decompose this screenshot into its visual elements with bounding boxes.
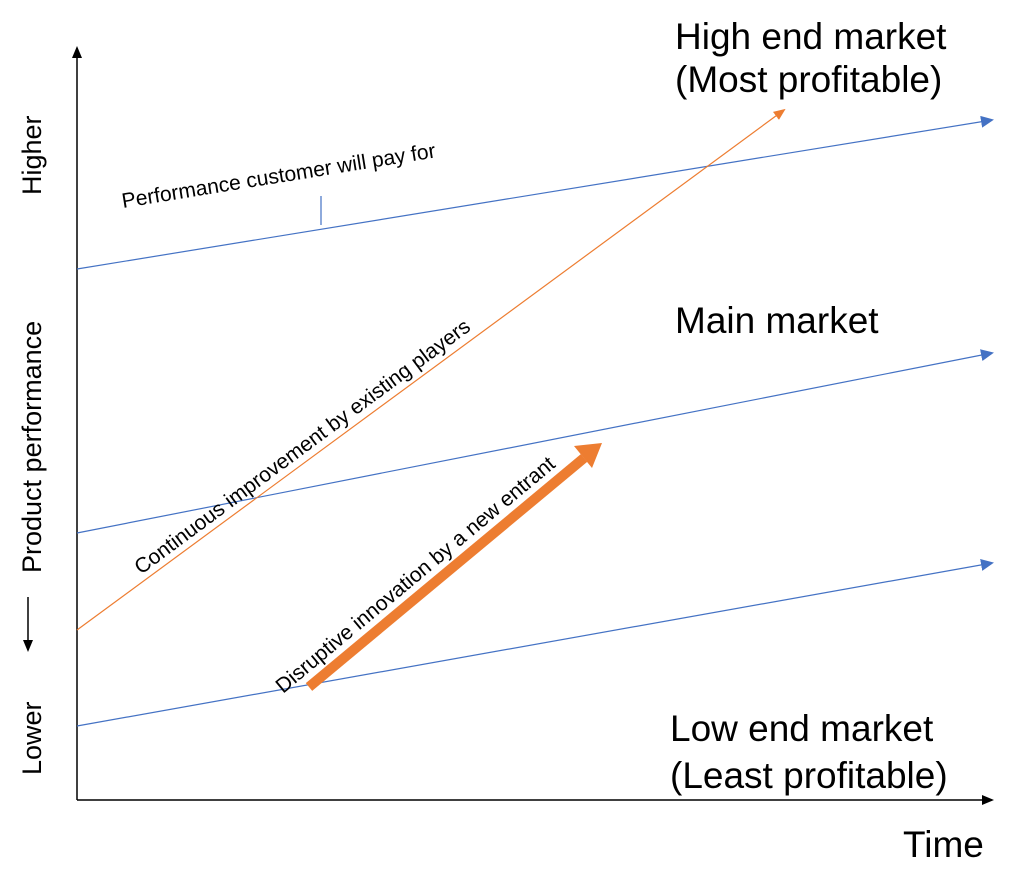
high-end-market-note: (Most profitable): [675, 59, 942, 100]
disruptive-innovation-arrow-shaft: [305, 454, 588, 691]
customer-demand-label: Performance customer will pay for: [120, 139, 437, 212]
sustaining-improvement-line: [76, 108, 786, 631]
high-end-market-label: High end market: [675, 16, 947, 57]
main-market-line: [76, 349, 994, 534]
high-end-market-line: [76, 115, 994, 270]
y-axis-low-label: Lower: [17, 701, 47, 775]
y-axis-high-label: Higher: [17, 115, 47, 195]
y-axis-label: Product performance: [17, 321, 47, 573]
disruptive-innovation-arrow-head: [574, 443, 602, 468]
x-axis-label: Time: [903, 824, 984, 865]
low-end-market-note: (Least profitable): [670, 755, 948, 796]
main-market-label: Main market: [675, 300, 879, 341]
low-end-market-label: Low end market: [670, 708, 934, 749]
disruptive-innovation-label: Disruptive innovation by a new entrant: [271, 452, 559, 698]
low-end-market-line: [76, 559, 994, 727]
sustaining-improvement-label: Continuous improvement by existing playe…: [130, 315, 475, 579]
